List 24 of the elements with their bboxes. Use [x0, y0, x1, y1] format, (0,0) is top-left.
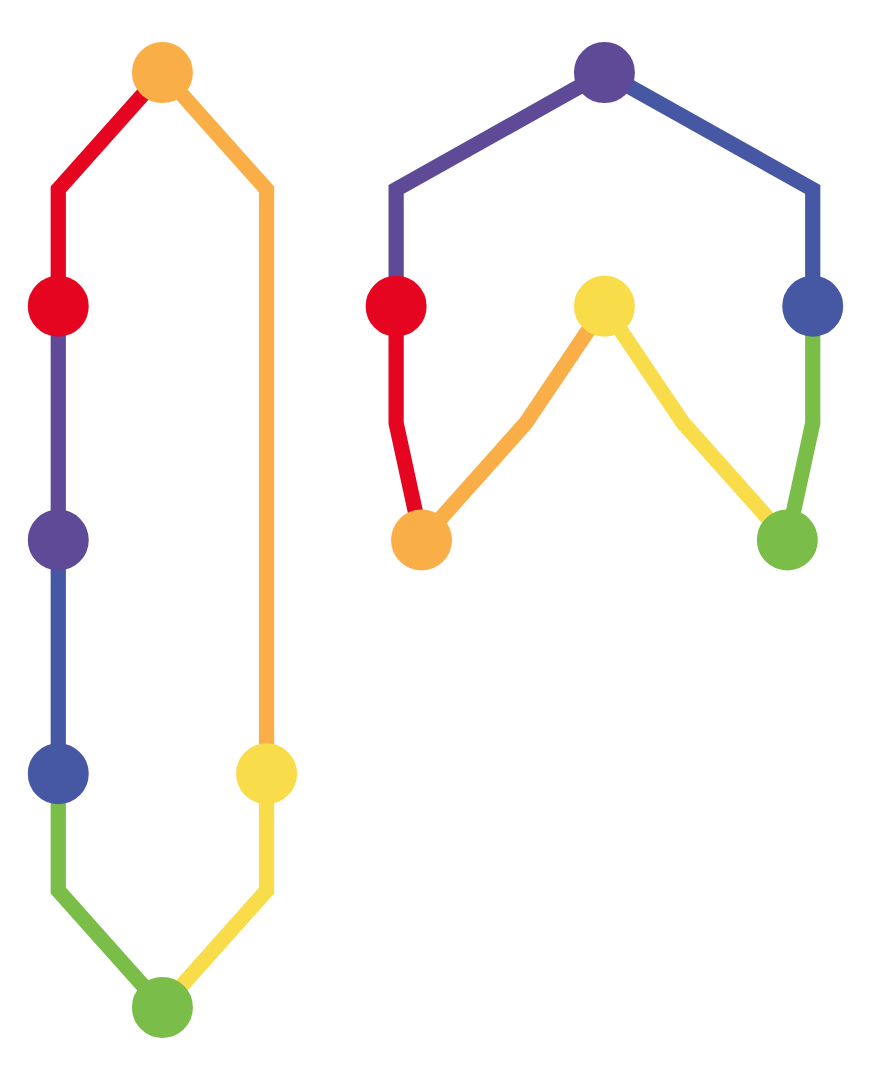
network-node: [782, 275, 844, 337]
connector-line: [388, 334, 424, 515]
network-node: [27, 509, 89, 571]
network-node: [573, 275, 635, 337]
connector-line: [50, 334, 66, 513]
connector-line: [613, 325, 775, 525]
network-node: [27, 743, 89, 805]
network-node: [131, 42, 193, 104]
connector-line: [388, 79, 584, 279]
network-node: [365, 275, 427, 337]
connector-line: [434, 325, 596, 525]
network-node: [573, 42, 635, 104]
connector-line: [785, 334, 821, 515]
connector-line: [50, 801, 150, 992]
network-node: [391, 509, 452, 571]
network-node: [756, 509, 818, 571]
connector-line: [175, 801, 275, 992]
network-node: [27, 275, 89, 337]
connector-line: [625, 79, 821, 279]
network-node: [236, 743, 298, 805]
connector-line: [50, 88, 150, 279]
connector-line: [175, 88, 275, 746]
network-node: [131, 976, 193, 1038]
connector-line: [50, 567, 66, 746]
